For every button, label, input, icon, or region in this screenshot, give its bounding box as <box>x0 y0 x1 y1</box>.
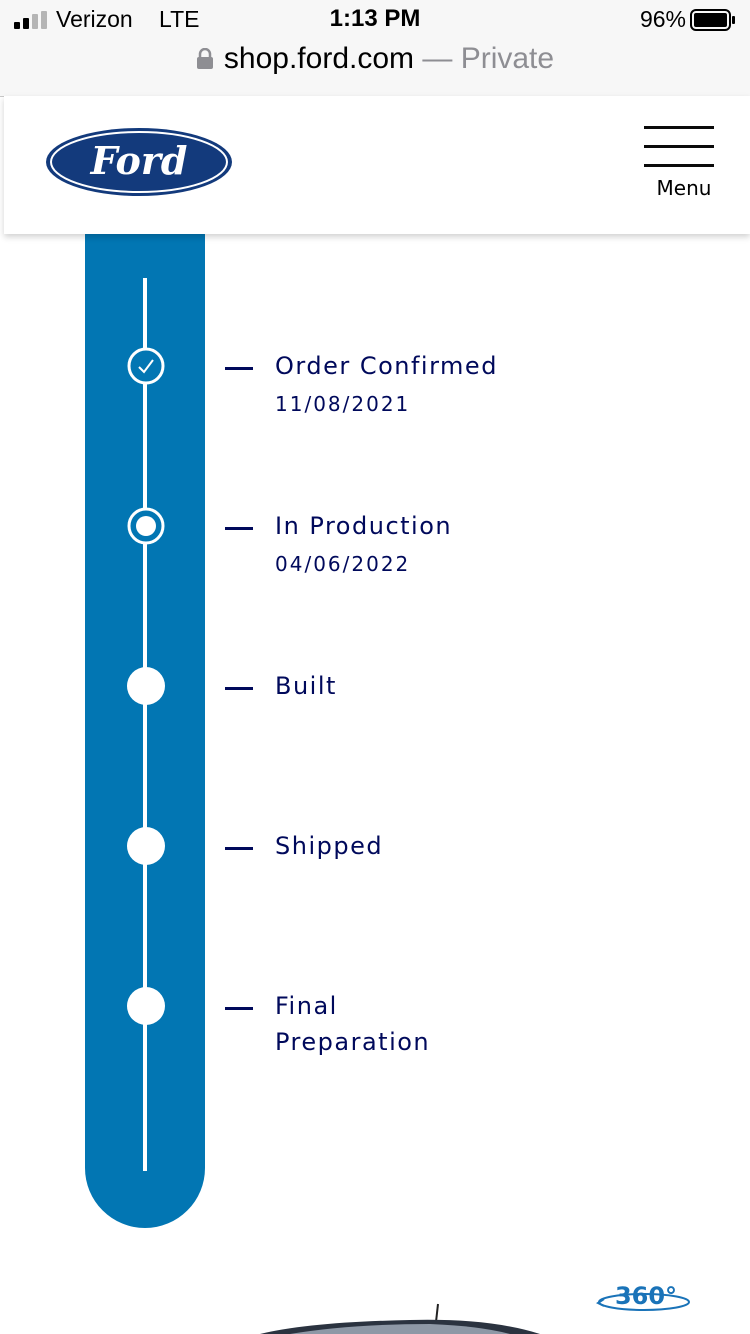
signal-strength-icon <box>14 11 47 29</box>
ford-logo[interactable]: Ford <box>44 126 234 198</box>
battery-percentage: 96% <box>639 6 686 32</box>
step-title-final-preparation-line1: Final <box>275 992 338 1020</box>
menu-label: Menu <box>656 176 712 200</box>
step-dash <box>225 687 253 690</box>
private-browsing-label: — Private <box>422 42 555 75</box>
network-type: LTE <box>159 6 200 32</box>
step-title-built: Built <box>275 672 337 700</box>
battery-icon <box>690 9 735 31</box>
step-pending-dot-icon <box>127 667 165 705</box>
url-domain[interactable]: shop.ford.com <box>223 42 415 75</box>
carrier-name: Verizon <box>56 6 133 32</box>
step-dash <box>225 1007 253 1010</box>
step-title-final-preparation-line2: Preparation <box>275 1028 431 1056</box>
step-title-shipped: Shipped <box>275 832 384 860</box>
step-dash <box>225 847 253 850</box>
360-view-button[interactable]: 360° <box>596 1276 696 1316</box>
hamburger-icon-bar <box>644 164 714 167</box>
step-dash <box>225 367 253 370</box>
menu-button[interactable]: Menu <box>642 126 718 206</box>
hamburger-icon-bar <box>644 145 714 148</box>
status-bar: Verizon LTE 1:13 PM 96% <box>0 0 750 44</box>
step-date-order-confirmed: 11/08/2021 <box>275 392 411 416</box>
order-tracker-line <box>143 278 147 1171</box>
site-header: Ford Menu <box>4 96 750 234</box>
step-date-in-production: 04/06/2022 <box>275 552 411 576</box>
step-title-order-confirmed: Order Confirmed <box>275 352 498 380</box>
clock: 1:13 PM <box>329 5 421 32</box>
step-current-indicator-icon <box>127 507 165 545</box>
hamburger-icon <box>644 126 714 129</box>
vehicle-image <box>260 1303 540 1334</box>
step-completed-check-icon <box>127 347 165 385</box>
360-view-label: 360° <box>615 1282 677 1310</box>
ford-logo-text: Ford <box>90 138 188 183</box>
address-bar[interactable]: shop.ford.com — Private <box>0 40 750 97</box>
step-pending-dot-icon <box>127 827 165 865</box>
lock-icon <box>196 48 213 69</box>
step-title-in-production: In Production <box>275 512 453 540</box>
step-dash <box>225 527 253 530</box>
step-pending-dot-icon <box>127 987 165 1025</box>
